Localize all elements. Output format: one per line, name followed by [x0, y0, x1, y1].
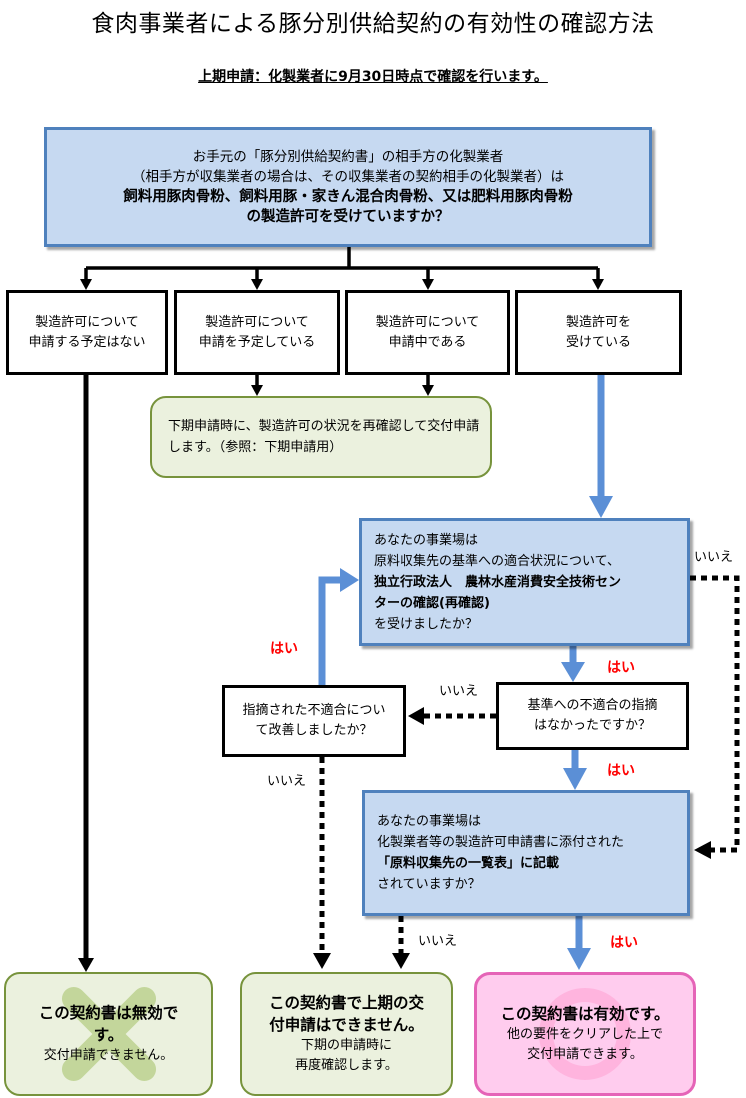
label-yes-list: はい	[610, 935, 638, 951]
arrowhead-note-right	[422, 385, 434, 396]
question-supplier-list: あなたの事業場は 化製業者等の製造許可申請書に添付された 「原料収集先の一覧表」…	[362, 790, 690, 916]
dotted-arrowhead-noncompliance-no	[408, 707, 424, 725]
arrowhead-opt4	[592, 279, 604, 290]
top-question-line3: 飼料用豚肉骨粉、飼料用豚・家きん混合肉骨粉、又は肥料用豚肉骨粉	[123, 189, 573, 205]
label-no-inspection: いいえ	[694, 550, 734, 565]
valid-line1: この契約書は有効です。	[500, 1005, 670, 1023]
blue-arrowhead-inspection	[589, 496, 613, 518]
option-planning-line1: 製造許可について	[205, 314, 309, 330]
option-planning-line2: 申請を予定している	[198, 334, 316, 350]
result-not-this-half: この契約書で上期の交 付申請はできません。 下期の申請時に 再度確認します。	[240, 972, 453, 1096]
label-yes-fixed: はい	[270, 641, 298, 657]
label-yes-noncompliance: はい	[607, 763, 635, 779]
list-line3: 「原料収集先の一覧表」に記載	[377, 856, 560, 871]
option-applying: 製造許可について 申請中である	[345, 290, 510, 375]
label-no-noncompliance: いいえ	[439, 684, 479, 699]
option-applying-line2: 申請中である	[388, 334, 467, 350]
valid-sub1: 他の要件をクリアした上で	[506, 1027, 663, 1042]
blue-connector-fixed-yes	[318, 576, 342, 685]
inspection-line4: ターの確認(再確認)	[374, 595, 490, 611]
invalid-line1: この契約書は無効で	[38, 1004, 179, 1022]
list-line1: あなたの事業場は	[377, 814, 482, 829]
result-invalid: この契約書は無効で す。 交付申請できません。	[4, 972, 213, 1096]
question-noncompliance: 基準への不適合の指摘 はなかったですか？	[496, 682, 689, 750]
question-inspection: あなたの事業場は 原料収集先の基準への適合状況について、 独立行政法人 農林水産…	[359, 518, 690, 646]
subtitle-text: 上期申請：化製業者に9月30日時点で確認を行います。	[198, 69, 548, 85]
not-this-half-line1: この契約書で上期の交	[268, 994, 424, 1012]
option-no-plan-line2: 申請する予定はない	[28, 334, 146, 350]
dotted-arrowhead-fixed-no	[313, 953, 331, 969]
inspection-line5: を受けましたか？	[374, 616, 479, 632]
list-line4: されていますか？	[377, 877, 481, 892]
arrowhead-opt2	[251, 279, 263, 290]
invalid-line2: す。	[93, 1026, 124, 1044]
inspection-line2: 原料収集先の基準への適合状況について、	[374, 553, 620, 569]
top-question-line2: （相手方が収集業者の場合は、その収集業者の契約相手の化製業者）は	[132, 169, 564, 185]
noncompliance-line2: はなかったですか？	[533, 718, 651, 733]
fanout-connector	[84, 247, 600, 280]
blue-arrowhead-yes-3	[567, 948, 591, 970]
arrowhead-invalid	[78, 958, 94, 972]
result-valid: この契約書は有効です。 他の要件をクリアした上で 交付申請できます。	[474, 972, 696, 1096]
option-no-plan-line1: 製造許可について	[35, 314, 139, 330]
not-this-half-sub1: 下期の申請時に	[300, 1038, 392, 1053]
page-title: 食肉事業者による豚分別供給契約の有効性の確認方法	[91, 11, 655, 37]
list-line2: 化製業者等の製造許可申請書に添付された	[377, 835, 625, 850]
fixed-line1: 指摘された不適合につい	[242, 703, 386, 718]
recheck-note: 下期申請時に、製造許可の状況を再確認して交付申請します。（参照：下期申請用）	[150, 396, 492, 478]
arrowhead-note-left	[251, 385, 263, 396]
question-fixed: 指摘された不適合につい て改善しましたか？	[222, 685, 406, 757]
arrowhead-opt3	[422, 279, 434, 290]
top-question-line4: の製造許可を受けていますか？	[246, 209, 450, 225]
inspection-line3: 独立行政法人 農林水産消費安全技術セン	[374, 574, 622, 590]
blue-arrowhead-yes-2	[563, 768, 587, 790]
blue-arrowhead-fixed-yes	[340, 568, 359, 592]
not-this-half-sub2: 再度確認します。	[295, 1058, 398, 1073]
arrowhead-opt1	[80, 279, 92, 290]
page-subtitle: 上期申請：化製業者に9月30日時点で確認を行います。	[0, 66, 746, 86]
cross-mark-icon	[61, 986, 156, 1082]
fixed-line2: て改善しましたか？	[255, 723, 373, 738]
dotted-connector-inspection-no	[690, 575, 740, 853]
option-planning: 製造許可について 申請を予定している	[174, 290, 340, 375]
recheck-note-text: 下期申請時に、製造許可の状況を再確認して交付申請します。（参照：下期申請用）	[168, 419, 480, 455]
invalid-sub: 交付申請できません。	[43, 1048, 174, 1063]
inspection-line1: あなたの事業場は	[374, 532, 479, 548]
valid-sub2: 交付申請できます。	[527, 1047, 643, 1062]
top-question-line1: お手元の「豚分別供給契約書」の相手方の化製業者	[192, 149, 504, 165]
question-manufacturing-permit: お手元の「豚分別供給契約書」の相手方の化製業者 （相手方が収集業者の場合は、その…	[44, 127, 652, 247]
label-no-list: いいえ	[418, 934, 458, 949]
label-no-fixed: いいえ	[267, 774, 307, 789]
dotted-arrowhead-inspection-no	[694, 841, 711, 859]
dotted-arrowhead-list-no	[392, 953, 410, 969]
label-yes-inspection: はい	[607, 660, 635, 676]
option-permitted-line1: 製造許可を	[565, 314, 631, 330]
option-applying-line1: 製造許可について	[375, 314, 480, 330]
option-no-plan: 製造許可について 申請する予定はない	[6, 290, 168, 375]
not-this-half-line2: 付申請はできません。	[269, 1016, 424, 1034]
option-permitted: 製造許可を 受けている	[515, 290, 682, 375]
blue-arrowhead-yes-1	[561, 662, 585, 682]
option-permitted-line2: 受けている	[565, 334, 631, 350]
noncompliance-line1: 基準への不適合の指摘	[527, 698, 658, 713]
